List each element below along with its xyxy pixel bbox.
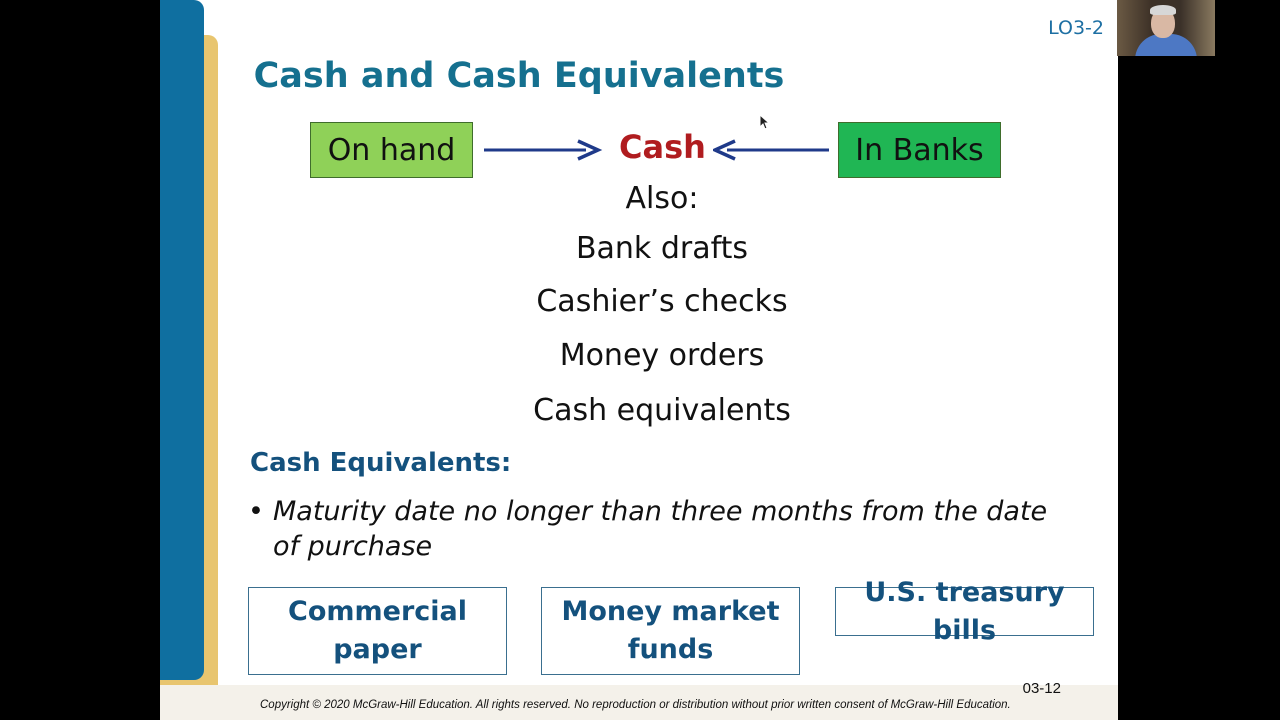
bullet-symbol: • (248, 496, 264, 527)
item-money-orders: Money orders (559, 338, 765, 373)
slide-number: 03-12 (1022, 680, 1061, 697)
footer-band (160, 685, 1118, 720)
bullet-item: • Maturity date no longer than three mon… (248, 494, 1068, 564)
in-banks-box: In Banks (838, 122, 1001, 178)
treasury-bills-box: U.S. treasury bills (835, 577, 1094, 646)
treasury-bills-label: U.S. treasury bills (864, 576, 1065, 646)
presenter-hair (1150, 5, 1176, 15)
on-hand-box: On hand (310, 122, 473, 178)
money-market-funds-box: Money market funds (541, 587, 800, 675)
slide-title: Cash and Cash Equivalents (253, 56, 785, 96)
slide-content: On hand Cash In Banks Also: Bank drafts … (160, 0, 1118, 720)
mouse-cursor-icon (759, 114, 771, 130)
in-banks-label: In Banks (855, 132, 984, 168)
cash-label: Cash (619, 128, 706, 166)
arrow-right-icon (484, 139, 603, 161)
cash-equivalents-heading: Cash Equivalents: (250, 448, 512, 478)
learning-objective-tag: LO3-2 (1048, 17, 1104, 39)
also-label: Also: (625, 181, 699, 216)
bullet-text: Maturity date no longer than three month… (273, 496, 1048, 562)
item-bank-drafts: Bank drafts (575, 231, 749, 266)
on-hand-label: On hand (327, 132, 456, 168)
item-cashiers-checks: Cashier’s checks (536, 284, 788, 319)
commercial-paper-box: Commercial paper (248, 587, 507, 675)
copyright-notice: Copyright © 2020 McGraw-Hill Education. … (260, 699, 1011, 711)
presenter-webcam (1117, 0, 1215, 56)
decorative-blue-bar (160, 0, 204, 680)
presenter-body (1135, 34, 1197, 56)
item-cash-equivalents: Cash equivalents (533, 393, 791, 428)
arrow-left-icon (713, 139, 829, 161)
money-market-funds-label: Money market funds (561, 596, 780, 665)
commercial-paper-label: Commercial paper (288, 596, 467, 665)
